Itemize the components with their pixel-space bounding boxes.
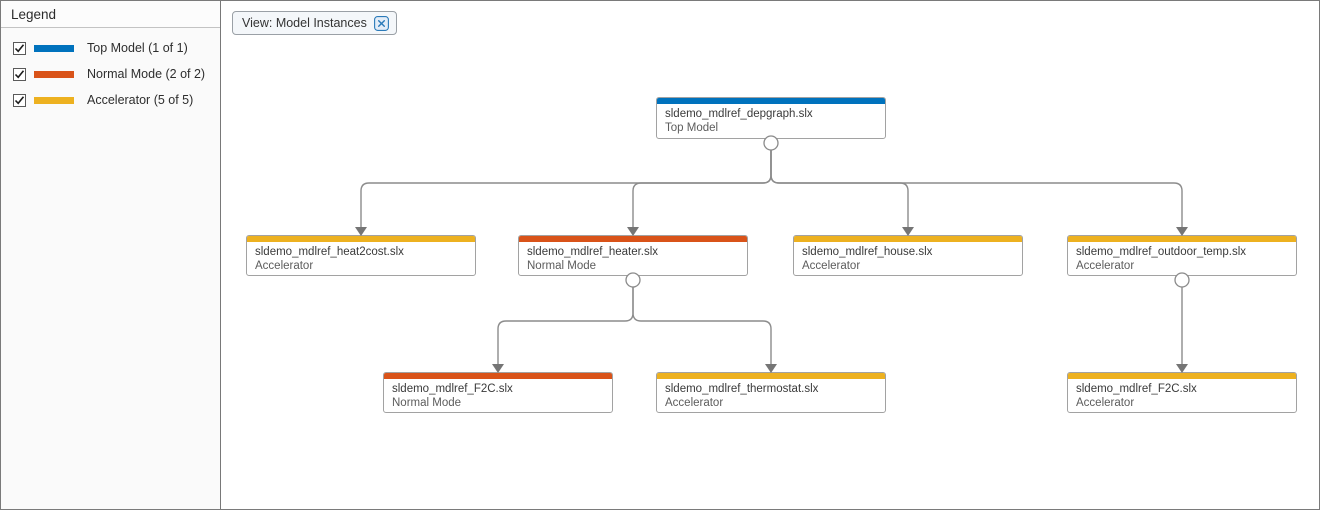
node-file-name: sldemo_mdlref_house.slx [802,246,933,258]
node-simulation-mode: Accelerator [665,397,724,409]
node-simulation-mode: Accelerator [802,260,861,272]
node-mode-color-bar [657,373,885,379]
legend-title: Legend [1,1,220,28]
node-mode-color-bar [1068,236,1296,242]
legend-checkbox[interactable] [13,67,26,81]
node-simulation-mode: Accelerator [1076,260,1135,272]
node-file-name: sldemo_mdlref_outdoor_temp.slx [1076,246,1247,258]
legend-items: Top Model (1 of 1) Normal Mode (2 of 2) Ac… [1,28,220,113]
node-file-name: sldemo_mdlref_heater.slx [527,246,659,258]
legend-panel: Legend Top Model (1 of 1) Normal Mode (2 … [1,1,221,509]
legend-item: Normal Mode (2 of 2) [1,61,220,87]
node-mode-color-bar [1068,373,1296,379]
node-simulation-mode: Normal Mode [392,397,462,409]
node-file-name: sldemo_mdlref_thermostat.slx [665,383,819,395]
legend-item: Accelerator (5 of 5) [1,87,220,113]
node-mode-color-bar [247,236,475,242]
legend-color-swatch [34,96,74,104]
legend-checkbox[interactable] [13,41,26,55]
node-mode-color-bar [794,236,1022,242]
legend-color-swatch [34,70,74,78]
node-file-name: sldemo_mdlref_F2C.slx [392,383,513,395]
node-simulation-mode: Accelerator [255,260,314,272]
legend-item-label: Top Model (1 of 1) [87,41,188,55]
node-simulation-mode: Normal Mode [527,260,597,272]
node-file-name: sldemo_mdlref_F2C.slx [1076,383,1197,395]
legend-color-swatch [34,44,74,52]
node-mode-color-bar [519,236,747,242]
node-file-name: sldemo_mdlref_depgraph.slx [665,108,813,120]
legend-item-label: Normal Mode (2 of 2) [87,67,206,81]
node-simulation-mode: Accelerator [1076,397,1135,409]
view-filter-label: View: Model Instances [242,16,367,30]
view-filter-chip: View: Model Instances [232,11,397,35]
node-mode-color-bar [384,373,612,379]
node-simulation-mode: Top Model [665,122,719,134]
legend-item: Top Model (1 of 1) [1,35,220,61]
close-icon[interactable] [373,15,389,31]
legend-item-label: Accelerator (5 of 5) [87,93,194,107]
node-mode-color-bar [657,98,885,104]
node-file-name: sldemo_mdlref_heat2cost.slx [255,246,404,258]
legend-checkbox[interactable] [13,93,26,107]
